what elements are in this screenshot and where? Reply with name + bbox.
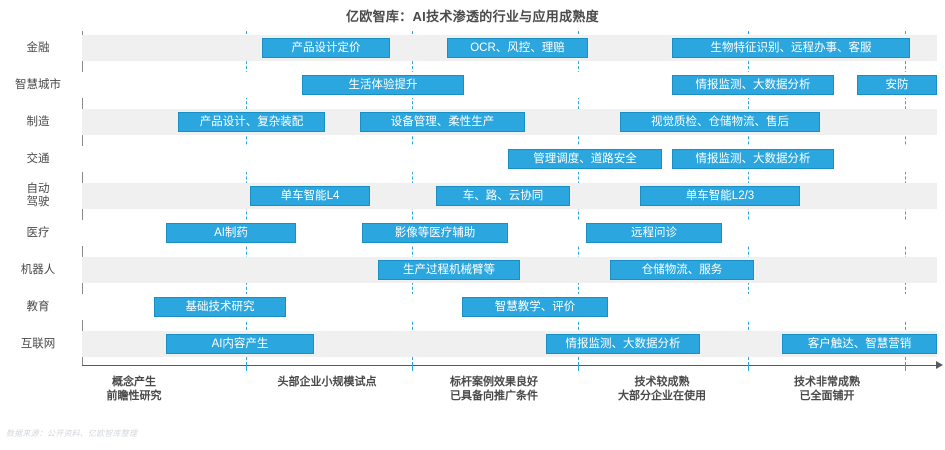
- stage-tick-3: [748, 365, 749, 371]
- stage-tick-2: [578, 365, 579, 371]
- row-label-line: 互联网: [20, 337, 56, 350]
- row-label-0: 金融: [0, 42, 76, 55]
- bar-8-1[interactable]: 情报监测、大数据分析: [546, 334, 700, 354]
- bar-2-0[interactable]: 产品设计、复杂装配: [178, 112, 325, 132]
- bar-0-2[interactable]: 生物特征识别、远程办事、客服: [672, 38, 910, 58]
- stage-label-line: 头部企业小规模试点: [277, 376, 377, 388]
- stage-label-4: 技术非常成熟已全面铺开: [747, 375, 907, 403]
- bar-2-2[interactable]: 视觉质检、仓储物流、售后: [620, 112, 820, 132]
- row-label-3: 交通: [0, 153, 76, 166]
- bar-6-1[interactable]: 仓储物流、服务: [610, 260, 754, 280]
- row-label-5: 医疗: [0, 227, 76, 240]
- bar-7-1[interactable]: 智慧教学、评价: [462, 297, 608, 317]
- stage-label-1: 头部企业小规模试点: [247, 375, 407, 389]
- stage-label-line: 已具备向推广条件: [450, 390, 538, 402]
- bar-1-1[interactable]: 情报监测、大数据分析: [672, 75, 834, 95]
- row-label-line: 驾驶: [26, 196, 50, 208]
- row-label-line: 教育: [26, 300, 50, 313]
- bar-8-2[interactable]: 客户触达、智慧营销: [782, 334, 937, 354]
- row-label-8: 互联网: [0, 338, 76, 351]
- bar-3-0[interactable]: 管理调度、道路安全: [508, 149, 662, 169]
- stage-label-line: 已全面铺开: [799, 390, 855, 402]
- bar-0-1[interactable]: OCR、风控、理赔: [447, 38, 588, 58]
- bar-8-0[interactable]: AI内容产生: [166, 334, 314, 354]
- bar-1-0[interactable]: 生活体验提升: [302, 75, 464, 95]
- row-label-line: 金融: [26, 41, 50, 54]
- x-axis-line: [82, 365, 938, 366]
- bar-7-0[interactable]: 基础技术研究: [154, 297, 286, 317]
- stage-label-line: 前瞻性研究: [106, 390, 162, 402]
- row-label-line: 智慧城市: [15, 78, 61, 91]
- bar-4-1[interactable]: 车、路、云协同: [436, 186, 570, 206]
- bar-5-1[interactable]: 影像等医疗辅助: [362, 223, 508, 243]
- stage-label-line: 技术非常成熟: [794, 376, 860, 388]
- stage-label-3: 技术较成熟大部分企业在使用: [582, 375, 742, 403]
- stage-label-line: 技术较成熟: [634, 376, 690, 388]
- row-label-6: 机器人: [0, 264, 76, 277]
- bar-5-2[interactable]: 远程问诊: [586, 223, 722, 243]
- row-label-line: 制造: [26, 115, 50, 128]
- row-label-7: 教育: [0, 301, 76, 314]
- row-label-line: 交通: [26, 152, 50, 165]
- stage-tick-0: [246, 365, 247, 371]
- stage-label-line: 大部分企业在使用: [618, 390, 706, 402]
- page-title: 亿欧智库：AI技术渗透的行业与应用成熟度: [345, 9, 599, 24]
- bar-0-0[interactable]: 产品设计定价: [262, 38, 390, 58]
- row-label-1: 智慧城市: [0, 79, 76, 92]
- row-label-4: 自动驾驶: [0, 183, 76, 209]
- row-label-line: 机器人: [20, 263, 56, 276]
- stage-label-0: 概念产生前瞻性研究: [54, 375, 214, 403]
- row-label-line: 医疗: [26, 226, 50, 239]
- x-axis-arrow-icon: [936, 361, 943, 369]
- source-note: 数据来源：公开资料、亿欧智库整理: [6, 429, 138, 438]
- stage-tick-4: [905, 365, 906, 371]
- bar-1-2[interactable]: 安防: [857, 75, 937, 95]
- stage-label-2: 标杆案例效果良好已具备向推广条件: [414, 375, 574, 403]
- bar-2-1[interactable]: 设备管理、柔性生产: [360, 112, 525, 132]
- bar-3-1[interactable]: 情报监测、大数据分析: [672, 149, 834, 169]
- bar-4-0[interactable]: 单车智能L4: [250, 186, 370, 206]
- bar-4-2[interactable]: 单车智能L2/3: [640, 186, 800, 206]
- row-label-2: 制造: [0, 116, 76, 129]
- stage-tick-1: [412, 365, 413, 371]
- bar-5-0[interactable]: AI制药: [166, 223, 296, 243]
- bar-6-0[interactable]: 生产过程机械臂等: [378, 260, 520, 280]
- stage-label-line: 概念产生: [112, 376, 156, 388]
- row-label-line: 自动: [26, 183, 50, 195]
- stage-label-line: 标杆案例效果良好: [450, 376, 538, 388]
